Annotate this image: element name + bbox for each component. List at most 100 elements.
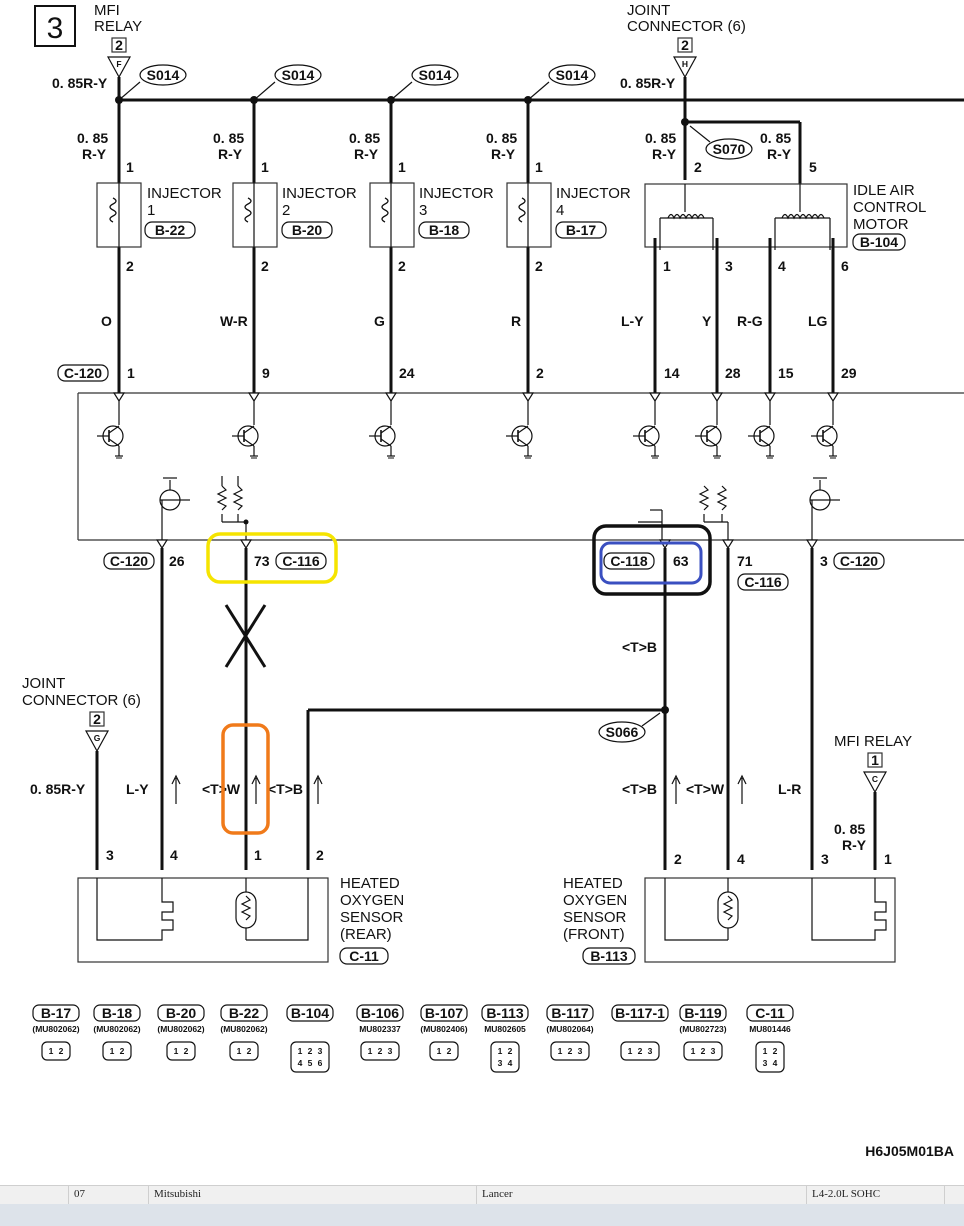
svg-text:W-R: W-R [220, 313, 248, 329]
svg-text:IDLE AIR: IDLE AIR [853, 182, 915, 199]
svg-text:C-11: C-11 [349, 948, 379, 964]
mfi-relay-lower-pin: 1 [871, 752, 879, 768]
svg-text:B-18: B-18 [429, 222, 460, 238]
svg-text:B-107: B-107 [425, 1005, 463, 1021]
svg-text:B-20: B-20 [166, 1005, 197, 1021]
svg-text:5: 5 [308, 1058, 313, 1068]
injector-4: 0. 85 R-Y 1 INJECTOR 4 B-17 2 R 2 [486, 100, 631, 393]
ecu-box [77, 392, 964, 549]
joint-connector-lower-pin: 2 [93, 711, 101, 727]
svg-text:1: 1 [437, 1046, 442, 1056]
svg-text:3: 3 [388, 1046, 393, 1056]
svg-text:(REAR): (REAR) [340, 926, 392, 943]
svg-text:R: R [511, 313, 521, 329]
wire-label-front-tb-upper: <T>B [622, 639, 657, 655]
svg-text:1: 1 [498, 1046, 503, 1056]
svg-text:0. 85: 0. 85 [213, 130, 244, 146]
svg-text:B-17: B-17 [41, 1005, 72, 1021]
svg-text:24: 24 [399, 365, 415, 381]
svg-text:3: 3 [725, 258, 733, 274]
svg-text:1: 1 [535, 159, 543, 175]
svg-text:1: 1 [261, 159, 269, 175]
joint-connector-top-label-2: CONNECTOR (6) [627, 18, 746, 35]
rear-sensor-pin-2: 2 [316, 847, 324, 863]
svg-text:1: 1 [110, 1046, 115, 1056]
splice-s014-4: S014 [524, 64, 596, 104]
svg-text:INJECTOR: INJECTOR [419, 185, 494, 202]
svg-text:3: 3 [763, 1058, 768, 1068]
svg-text:5: 5 [809, 159, 817, 175]
injector-2: 0. 85 R-Y 1 INJECTOR 2 B-20 2 W-R 9 [213, 100, 357, 393]
svg-text:2: 2 [694, 159, 702, 175]
window-bottom-strip [0, 1204, 964, 1226]
svg-text:1: 1 [763, 1046, 768, 1056]
svg-text:1: 1 [663, 258, 671, 274]
svg-text:6: 6 [318, 1058, 323, 1068]
svg-text:R-Y: R-Y [82, 146, 107, 162]
svg-text:INJECTOR: INJECTOR [147, 185, 222, 202]
svg-text:INJECTOR: INJECTOR [556, 185, 631, 202]
svg-text:2: 2 [120, 1046, 125, 1056]
svg-text:2: 2 [126, 258, 134, 274]
status-bar: 07 Mitsubishi Lancer L4-2.0L SOHC [0, 1185, 964, 1205]
svg-text:OXYGEN: OXYGEN [563, 892, 627, 909]
svg-text:9: 9 [262, 365, 270, 381]
splice-s070: S070 [713, 141, 746, 157]
status-col-3: Lancer [482, 1188, 513, 1200]
ecu-bottom-connector-2: C-116 [282, 553, 320, 569]
wire-label-front-tw: <T>W [686, 781, 725, 797]
svg-text:S014: S014 [282, 67, 315, 83]
svg-text:B-17: B-17 [566, 222, 597, 238]
heated-oxygen-sensor-front: HEATED OXYGEN SENSOR (FRONT) B-113 [563, 875, 896, 965]
mfi-relay-lower-term: C [872, 774, 878, 784]
highlight-orange [221, 723, 270, 835]
svg-text:1: 1 [174, 1046, 179, 1056]
ecu-bottom-connector-3: C-118 [610, 553, 648, 569]
svg-text:14: 14 [664, 365, 680, 381]
front-sensor-pin-3: 3 [821, 851, 829, 867]
joint-connector-top-label-1: JOINT [627, 2, 670, 19]
mfi-relay-label-1: MFI [94, 2, 120, 19]
rear-sensor-pin-4: 4 [170, 847, 178, 863]
svg-text:SENSOR: SENSOR [563, 909, 627, 926]
joint-connector-lower-term: G [94, 733, 101, 743]
svg-text:28: 28 [725, 365, 741, 381]
joint-connector-top-term: H [682, 59, 688, 69]
svg-text:B-22: B-22 [229, 1005, 260, 1021]
wire-label-rear-tb: <T>B [268, 781, 303, 797]
wire-label-front-tb: <T>B [622, 781, 657, 797]
rear-sensor-pin-3: 3 [106, 847, 114, 863]
svg-text:OXYGEN: OXYGEN [340, 892, 404, 909]
svg-text:1: 1 [691, 1046, 696, 1056]
svg-text:3: 3 [318, 1046, 323, 1056]
svg-text:(MU802064): (MU802064) [546, 1024, 593, 1034]
idle-air-control-motor: S070 0. 85 R-Y 0. 85 R-Y 2 5 IDLE AIR CO… [621, 118, 926, 393]
cut-wire-x-mark [224, 604, 267, 668]
svg-text:MU801446: MU801446 [749, 1024, 791, 1034]
ecu-bottom-pin-4: 71 [737, 553, 753, 569]
svg-text:LG: LG [808, 313, 828, 329]
svg-text:4: 4 [556, 202, 564, 219]
svg-text:2: 2 [638, 1046, 643, 1056]
svg-text:2: 2 [773, 1046, 778, 1056]
svg-text:1: 1 [49, 1046, 54, 1056]
front-sensor-pin-4: 4 [737, 851, 745, 867]
ecu-bottom-pin-1: 26 [169, 553, 185, 569]
ecu-bottom-connector-5: C-120 [840, 553, 878, 569]
svg-text:R-Y: R-Y [767, 146, 792, 162]
svg-text:MU802605: MU802605 [484, 1024, 526, 1034]
wire-label-front-lr: L-R [778, 781, 801, 797]
svg-text:2: 2 [447, 1046, 452, 1056]
svg-text:R-Y: R-Y [354, 146, 379, 162]
svg-text:3: 3 [578, 1046, 583, 1056]
svg-text:1: 1 [127, 365, 135, 381]
svg-text:B-117-1: B-117-1 [615, 1005, 665, 1021]
front-sensor-pin-1: 1 [884, 851, 892, 867]
front-sensor-pin-2: 2 [674, 851, 682, 867]
